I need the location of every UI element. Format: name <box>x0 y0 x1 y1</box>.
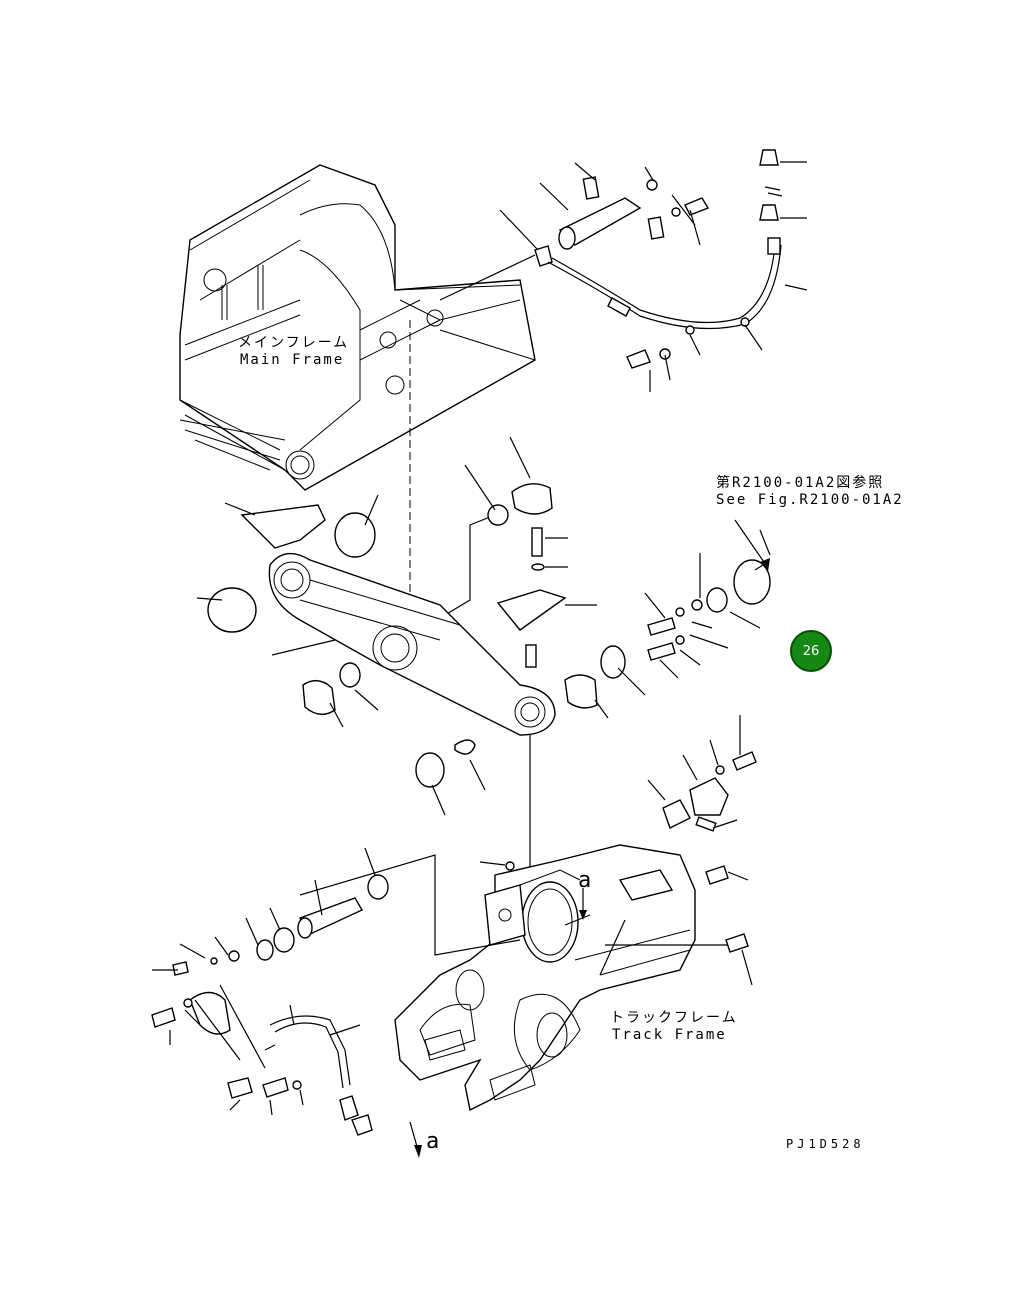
reference-label-jp: 第R2100-01A2図参照 <box>716 475 885 491</box>
drawing-code: PJ1D528 <box>786 1137 865 1151</box>
pin-hose-group <box>534 149 783 369</box>
reference-label-en: See Fig.R2100-01A2 <box>716 492 904 508</box>
track-frame-label-jp: トラックフレーム <box>610 1010 738 1026</box>
main-frame-drawing <box>179 164 536 491</box>
track-frame-drawing <box>394 844 696 1112</box>
view-marker-a-top: a <box>578 868 592 893</box>
equalizer-bar-drawing <box>207 483 626 788</box>
right-hardware <box>647 559 771 661</box>
view-marker-a-bottom: a <box>426 1129 440 1154</box>
main-frame-label-jp: メインフレーム <box>238 335 350 351</box>
lower-left-pin-group <box>151 854 521 1136</box>
callout-number-badge[interactable]: 26 <box>790 630 832 672</box>
track-frame-label-en: Track Frame <box>612 1027 727 1043</box>
main-frame-label-en: Main Frame <box>240 352 345 368</box>
badge-number: 26 <box>802 643 820 659</box>
